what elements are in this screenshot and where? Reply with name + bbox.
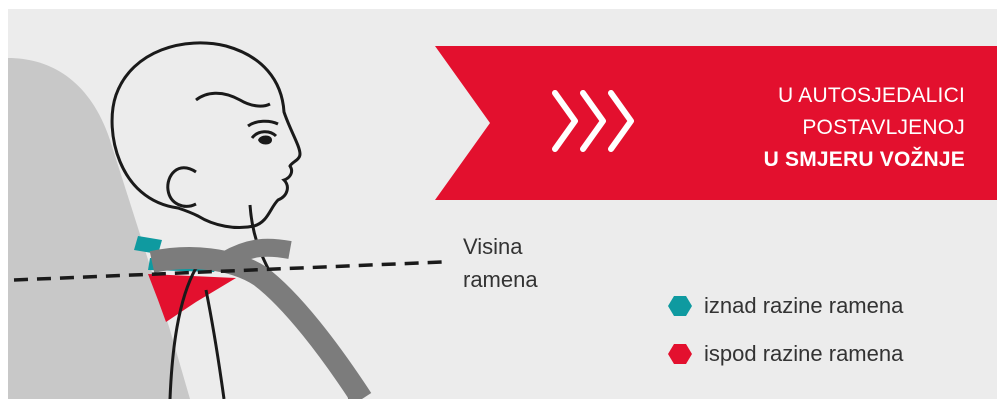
legend-item-above: iznad razine ramena	[668, 292, 903, 320]
shoulder-height-label: Visina ramena	[463, 230, 538, 296]
child-head-outline	[112, 43, 300, 228]
hexagon-red-shape	[668, 344, 692, 364]
hair-outline	[196, 93, 270, 106]
brow-outline	[248, 121, 278, 126]
shoulder-label-line-1: Visina	[463, 230, 538, 263]
hexagon-teal-shape	[668, 296, 692, 316]
shoulder-label-line-2: ramena	[463, 263, 538, 296]
legend-item-below: ispod razine ramena	[668, 340, 903, 368]
banner-line-2: POSTAVLJENOJ	[665, 112, 965, 144]
car-seat	[8, 58, 190, 399]
eye-pupil	[258, 136, 272, 145]
hexagon-red-icon	[668, 343, 692, 365]
banner-text: U AUTOSJEDALICI POSTAVLJENOJ U SMJERU VO…	[665, 80, 965, 176]
legend-label-above: iznad razine ramena	[704, 293, 903, 319]
hexagon-teal-icon	[668, 295, 692, 317]
seat-belt-upper	[226, 248, 290, 260]
legend-label-below: ispod razine ramena	[704, 341, 903, 367]
arm-outline	[206, 290, 224, 399]
ear-outline	[168, 168, 196, 207]
banner-line-3: U SMJERU VOŽNJE	[665, 144, 965, 176]
banner-line-1: U AUTOSJEDALICI	[665, 80, 965, 112]
